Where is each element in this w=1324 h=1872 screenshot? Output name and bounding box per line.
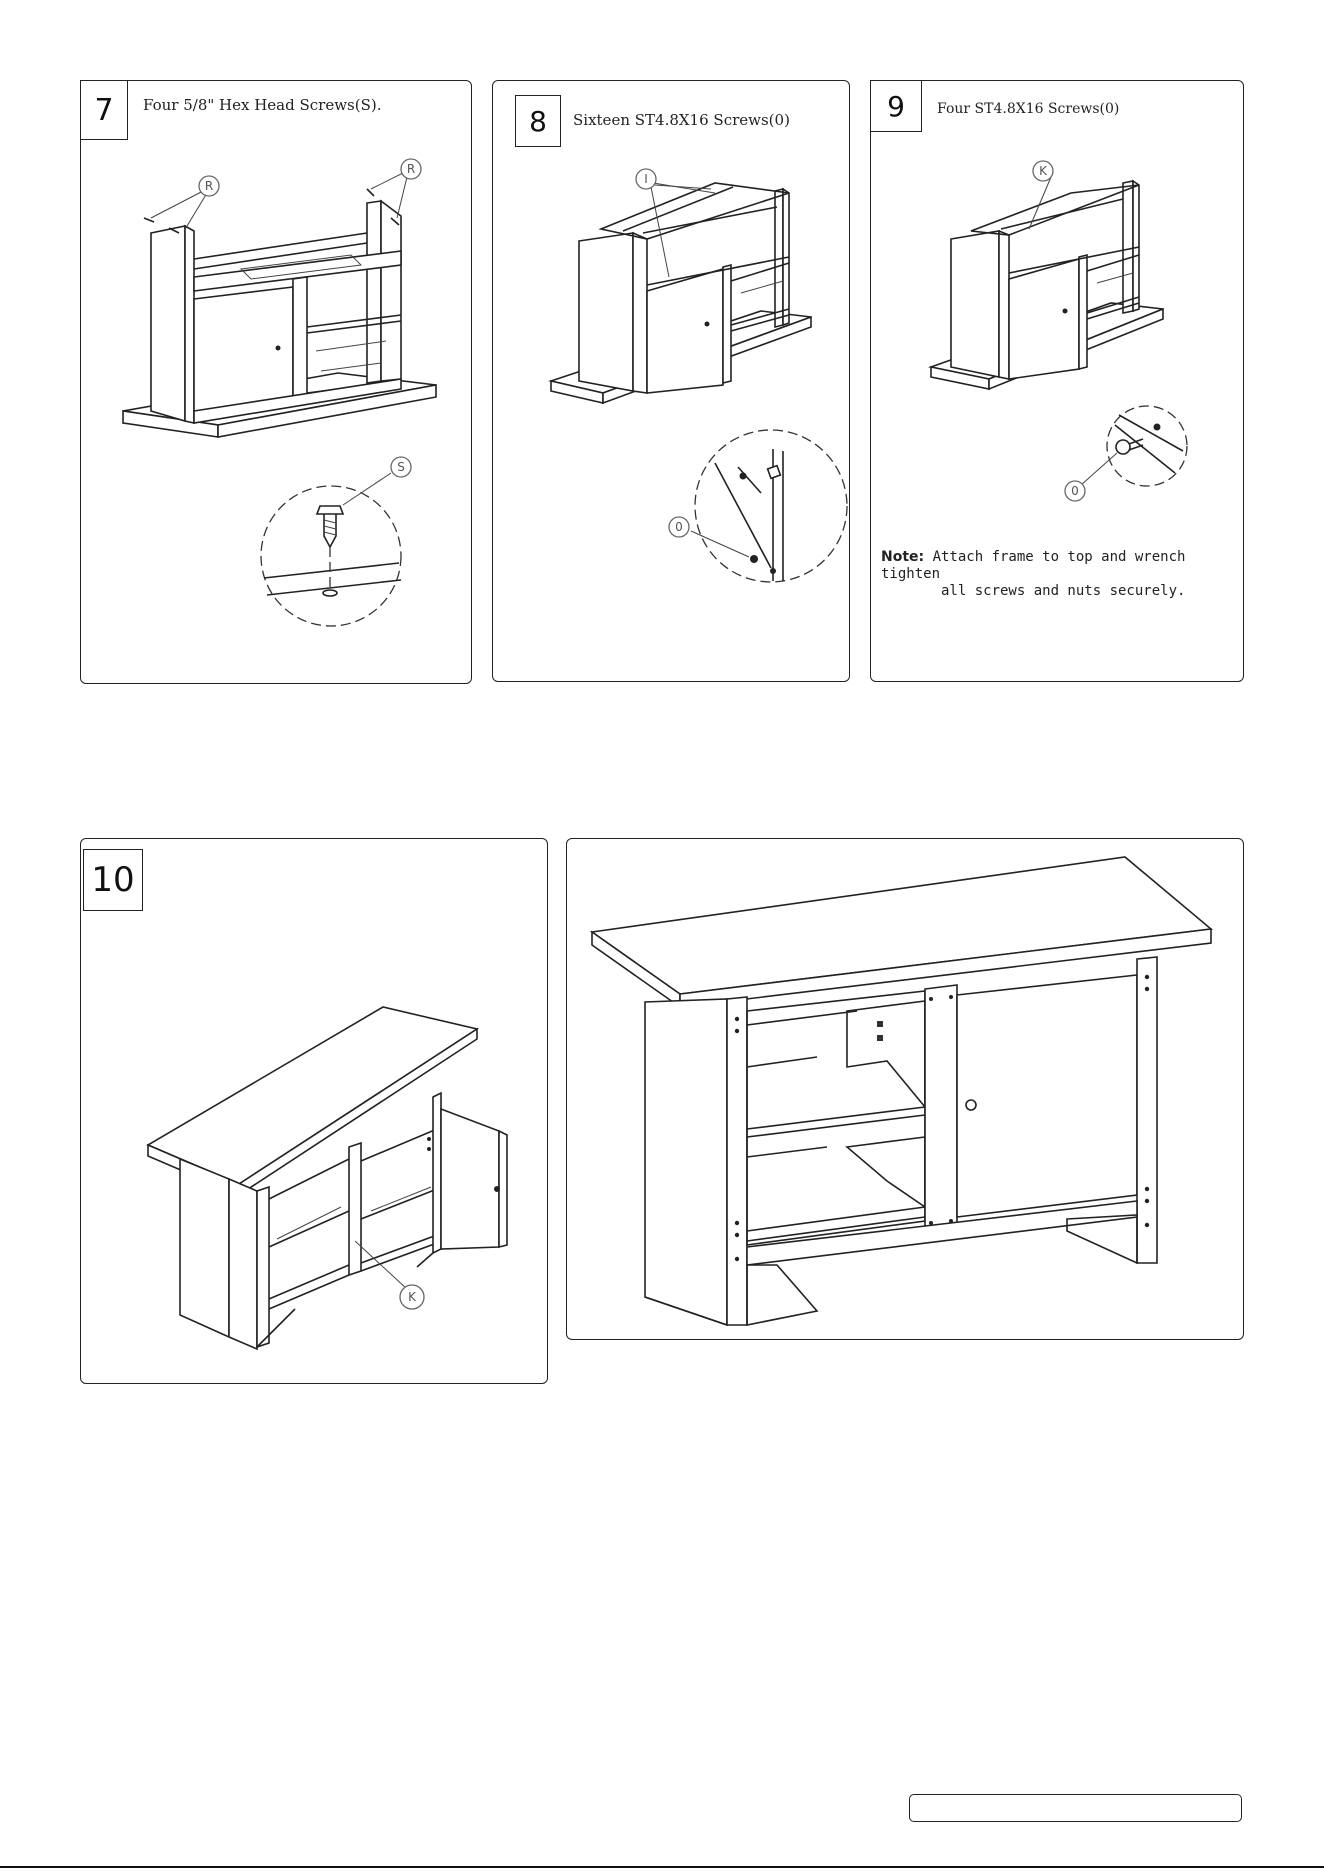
step-8-illustration: I 0 — [493, 81, 851, 683]
note-line-2: all screws and nuts securely. — [881, 583, 1243, 600]
svg-text:I: I — [644, 172, 648, 186]
part-label-k-step10: K — [400, 1285, 424, 1309]
step-8-panel: 8 Sixteen ST4.8X16 Screws(0) I — [492, 80, 850, 682]
part-label-s: S — [391, 457, 411, 477]
final-assembly-illustration — [567, 839, 1245, 1341]
part-label-r-left: R — [199, 176, 219, 196]
part-label-k: K — [1033, 161, 1053, 181]
svg-text:0: 0 — [1071, 484, 1079, 498]
part-label-0: 0 — [669, 517, 689, 537]
page-bottom-rule — [0, 1866, 1324, 1868]
step-7-panel: 7 Four 5/8" Hex Head Screws(S). — [80, 80, 472, 684]
svg-text:S: S — [397, 460, 405, 474]
step-7-illustration: R R S — [81, 81, 473, 685]
part-label-r-right: R — [401, 159, 421, 179]
assembly-note: Note: Attach frame to top and wrench tig… — [881, 549, 1243, 600]
step-10-panel: 10 K — [80, 838, 548, 1384]
footer-box — [909, 1794, 1242, 1822]
svg-text:K: K — [1039, 164, 1048, 178]
step-9-panel: 9 Four ST4.8X16 Screws(0) K — [870, 80, 1244, 682]
svg-text:0: 0 — [675, 520, 683, 534]
svg-text:R: R — [205, 179, 213, 193]
svg-text:R: R — [407, 162, 415, 176]
final-assembly-panel — [566, 838, 1244, 1340]
note-prefix: Note: — [881, 549, 924, 565]
svg-text:K: K — [408, 1290, 417, 1304]
step-10-illustration: K — [81, 839, 549, 1385]
note-line-1: Attach frame to top and wrench tighten — [881, 549, 1185, 582]
part-label-0-step9: 0 — [1065, 481, 1085, 501]
part-label-i: I — [636, 169, 656, 189]
